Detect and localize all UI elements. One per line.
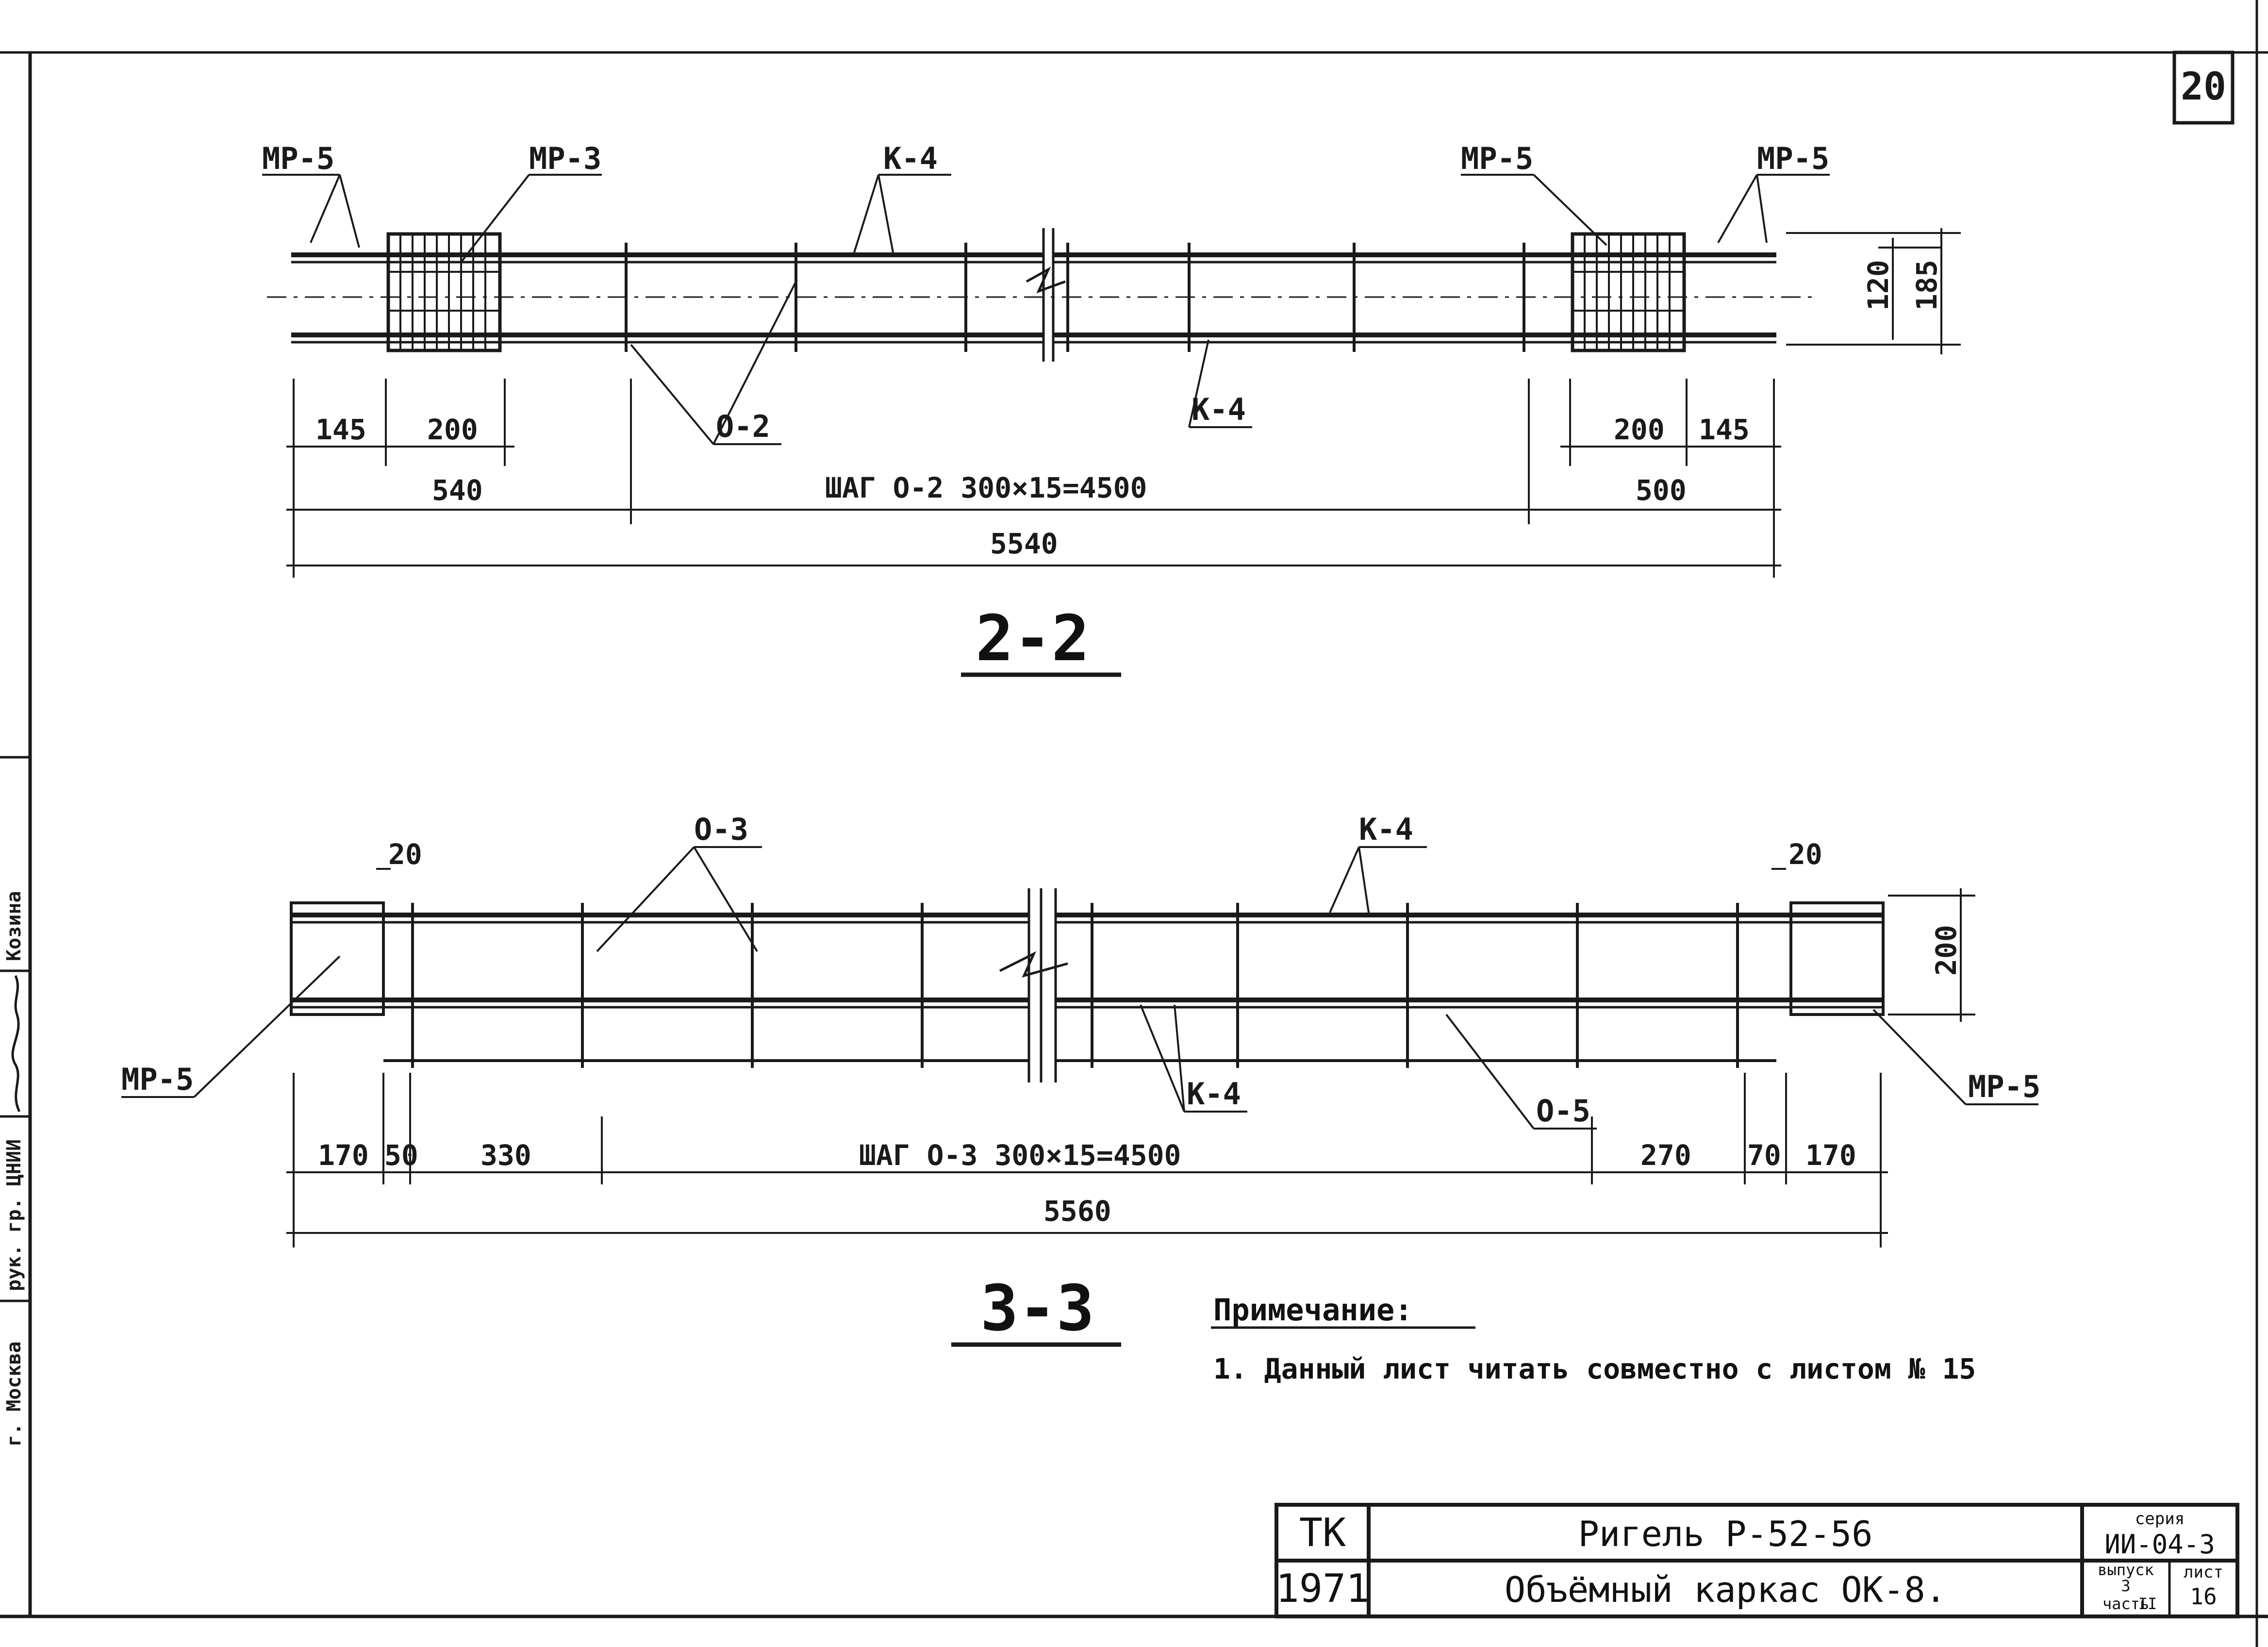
section-2-2-stirrups <box>625 243 1525 352</box>
dim-170-right: 170 <box>1805 1139 1856 1172</box>
strip-role: рук. гр. ЦНИИ <box>3 1139 25 1291</box>
section-2-2-bars <box>267 252 1815 344</box>
section-2-2-dims: 145 200 540 ШАГ О-2 300×15=4500 200 145 … <box>315 260 1943 560</box>
dim-200-right: 200 <box>1614 413 1665 446</box>
dim-145-right: 145 <box>1699 413 1750 446</box>
dim-330: 330 <box>480 1139 531 1172</box>
mark-k4-top-3-3: К-4 <box>1359 812 1413 847</box>
section-3-3-end-frames <box>290 901 1885 1016</box>
dim-270: 270 <box>1640 1139 1691 1172</box>
section-3-3-stirrups <box>411 903 1739 1068</box>
dim-500: 500 <box>1636 474 1687 507</box>
title-block-series-label: серия <box>2135 1509 2185 1529</box>
section-2-2-break <box>1026 228 1066 362</box>
dim-70: 70 <box>1747 1139 1781 1172</box>
section-3-3-break <box>999 888 1068 1082</box>
sheet-number-box: 20 <box>2172 50 2235 125</box>
strip-surname: Козина <box>3 891 25 962</box>
strip-city: г. Москва <box>3 1341 25 1447</box>
section-2-2: МР-5 МР-3 К-4 МР-5 МР-5 О-2 К-4 <box>262 141 1961 677</box>
mark-k4-top: К-4 <box>883 141 938 176</box>
section-3-3-dim-lines <box>286 868 1975 1248</box>
dim-total-5540: 5540 <box>990 527 1058 560</box>
section-3-3: О-3 К-4 МР-5 К-4 О-5 МР-5 20 20 <box>121 812 2040 1347</box>
dim-step-o3: ШАГ О-3 300×15=4500 <box>859 1139 1181 1172</box>
dim-total-5560: 5560 <box>1043 1195 1111 1228</box>
sheet-number: 20 <box>2181 65 2226 109</box>
dim-170-left: 170 <box>318 1139 369 1172</box>
strip-signature <box>11 975 21 1113</box>
section-3-3-dims: 20 20 200 170 50 330 ШАГ О-3 300×15=4500… <box>318 838 1963 1228</box>
section-2-2-dim-lines <box>286 228 1961 578</box>
mark-mr5-right-a: МР-5 <box>1461 141 1533 176</box>
dim-145-left: 145 <box>315 413 366 446</box>
section-2-2-leaders <box>262 174 1830 445</box>
dim-h200: 200 <box>1930 925 1963 976</box>
mark-o5: О-5 <box>1536 1093 1590 1129</box>
title-block-series: ИИ-04-3 <box>2104 1529 2215 1560</box>
title-block-name-line2: Объёмный каркас ОК-8. <box>1505 1569 1946 1610</box>
section-2-2-marks: МР-5 МР-3 К-4 МР-5 МР-5 О-2 К-4 <box>262 141 1829 444</box>
title-block-name-line1: Ригель Р-52-56 <box>1578 1514 1873 1554</box>
mark-mr3: МР-3 <box>529 141 601 176</box>
mark-o2: О-2 <box>716 409 770 444</box>
title-block-issue-value: 3 <box>2121 1577 2130 1595</box>
title-block-sheet-value: 16 <box>2190 1583 2217 1610</box>
title-block-part-value: II <box>2138 1595 2157 1613</box>
section-2-2-title: 2-2 <box>976 601 1090 675</box>
note-heading: Примечание: <box>1213 1292 1413 1328</box>
dim-20-left: 20 <box>388 838 422 871</box>
dim-540: 540 <box>432 474 483 507</box>
title-block: ТК 1971 Ригель Р-52-56 Объёмный каркас О… <box>1275 1503 2239 1618</box>
mark-k4-bottom: К-4 <box>1192 392 1246 427</box>
dim-20-right: 20 <box>1788 838 1822 871</box>
mark-o3: О-3 <box>694 812 748 847</box>
mark-mr5-left-3-3: МР-5 <box>121 1062 194 1097</box>
dim-step-o2: ШАГ О-2 300×15=4500 <box>825 471 1147 504</box>
section-3-3-title: 3-3 <box>980 1271 1094 1345</box>
note-text: 1. Данный лист читать совместно с листом… <box>1213 1352 1976 1385</box>
title-block-year: 1971 <box>1276 1566 1370 1611</box>
mark-mr5-left: МР-5 <box>262 141 334 176</box>
section-3-3-leaders <box>121 846 2038 1130</box>
title-block-tk: ТК <box>1299 1510 1346 1555</box>
mark-mr5-right-3-3: МР-5 <box>1968 1069 2040 1104</box>
left-strip: г. Москва рук. гр. ЦНИИ Козина <box>0 756 30 1447</box>
section-2-2-mesh-right <box>1571 232 1686 352</box>
title-block-sheet-label: лист <box>2184 1563 2223 1582</box>
title-block-part-label: часть <box>2102 1595 2149 1613</box>
title-block-issue-label: выпуск <box>2098 1561 2154 1579</box>
mark-k4-bottom-3-3: К-4 <box>1187 1076 1241 1112</box>
dim-50: 50 <box>384 1139 418 1172</box>
dim-h120: 120 <box>1862 260 1895 311</box>
section-3-3-bars <box>291 913 1883 1062</box>
dim-h185: 185 <box>1910 260 1943 311</box>
dim-200: 200 <box>427 413 478 446</box>
mark-mr5-right-b: МР-5 <box>1757 141 1829 176</box>
note-block: Примечание: 1. Данный лист читать совмес… <box>1211 1292 1976 1385</box>
section-2-2-mesh-left <box>386 232 502 352</box>
section-3-3-marks: О-3 К-4 МР-5 К-4 О-5 МР-5 <box>121 812 2040 1129</box>
